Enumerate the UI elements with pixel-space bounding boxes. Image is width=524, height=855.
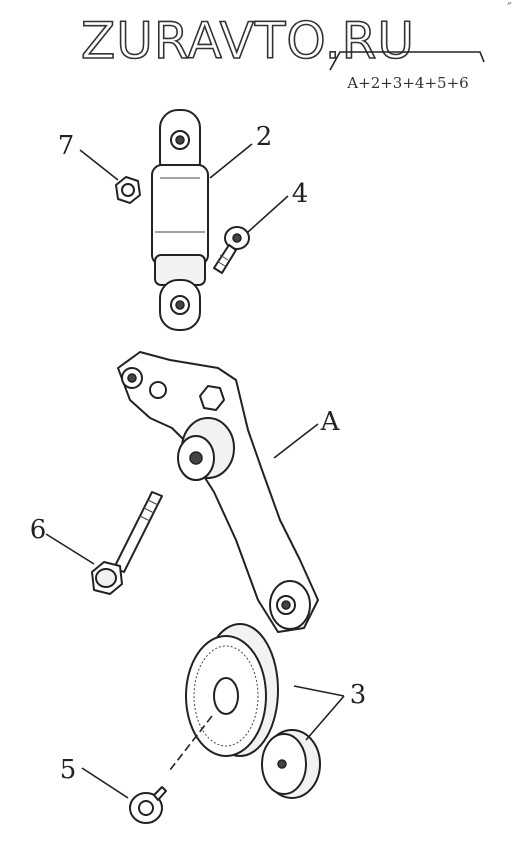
- leader-lines: [45, 143, 345, 799]
- shock-absorber-icon: [151, 109, 209, 331]
- label-part-4: 4: [292, 179, 309, 209]
- label-part-7: 7: [58, 131, 75, 161]
- label-part-3: 3: [350, 680, 367, 710]
- kit-formula: A+2+3+4+5+6: [346, 74, 468, 92]
- label-part-5: 5: [60, 755, 77, 785]
- watermark-underline: [329, 51, 485, 71]
- bolt-washer-icon: [213, 226, 250, 274]
- label-part-2: 2: [256, 122, 273, 152]
- label-part-6: 6: [30, 515, 47, 545]
- long-bolt-icon: [91, 491, 163, 595]
- watermark: ZURAVTO.RU: [81, 12, 415, 70]
- pulley-icon: [169, 623, 321, 799]
- label-part-A: A: [320, 407, 341, 437]
- corner-mark: ˝: [506, 1, 512, 15]
- tensioner-arm-icon: [117, 351, 319, 633]
- screw-icon: [129, 786, 167, 824]
- nut-icon: [115, 176, 141, 204]
